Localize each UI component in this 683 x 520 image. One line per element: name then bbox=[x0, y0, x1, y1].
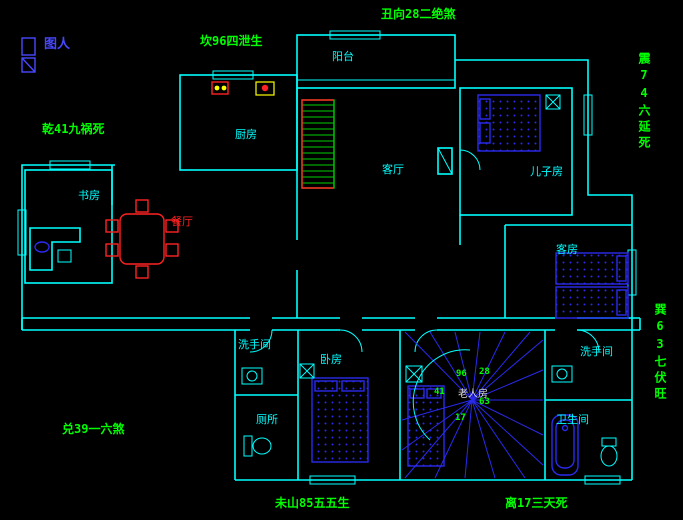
door-arc bbox=[459, 149, 481, 171]
room-label-dining: 餐厅 bbox=[171, 215, 193, 228]
compass-number: 63 bbox=[479, 397, 490, 407]
toilet-icon bbox=[600, 437, 618, 467]
bed-icon bbox=[555, 286, 629, 319]
room-label-bathroom: 卫生间 bbox=[556, 413, 589, 426]
door-arc bbox=[576, 329, 600, 353]
room-label-son: 儿子房 bbox=[530, 165, 563, 178]
annotation-qian: 乾41九祸死 bbox=[42, 122, 105, 136]
room-label-washroom-1: 洗手间 bbox=[238, 338, 271, 351]
toilet-icon bbox=[243, 435, 272, 457]
room-label-toilet: 厕所 bbox=[256, 413, 278, 426]
window-marker-icon bbox=[329, 30, 381, 40]
annotation-xun: 巽63七伏旺 bbox=[653, 303, 667, 403]
sink-icon bbox=[551, 365, 573, 383]
window-marker-icon bbox=[627, 249, 637, 296]
dining-table-icon bbox=[105, 199, 179, 279]
annotation-dui: 兑39一六煞 bbox=[62, 422, 125, 436]
compass-number: 17 bbox=[455, 413, 466, 423]
legend-symbol-icon bbox=[21, 37, 36, 73]
bed-icon bbox=[405, 365, 445, 467]
bathtub-icon bbox=[551, 414, 579, 476]
window-marker-icon bbox=[49, 160, 91, 170]
room-label-guest: 客房 bbox=[556, 243, 578, 256]
window-marker-icon bbox=[309, 475, 356, 485]
annotation-kan: 坎96四泄生 bbox=[200, 34, 263, 48]
annotation-zhen: 震74六延死 bbox=[637, 52, 651, 152]
tv-icon bbox=[437, 147, 453, 175]
room-label-living: 客厅 bbox=[382, 163, 404, 176]
door-arcs bbox=[249, 149, 600, 353]
fengshui-compass-icon bbox=[401, 331, 544, 479]
room-label-balcony: 阳台 bbox=[332, 50, 354, 63]
room-label-elder: 老人房 bbox=[458, 389, 488, 400]
door-arc bbox=[249, 329, 273, 353]
legend-label: 图人 bbox=[44, 37, 71, 52]
compass-number: 41 bbox=[434, 387, 445, 397]
kitchen-sink-icon bbox=[255, 81, 275, 96]
window-marker-icon bbox=[212, 70, 254, 80]
bed-icon bbox=[555, 252, 629, 285]
sofa-icon bbox=[301, 99, 335, 189]
stove-icon bbox=[211, 81, 229, 95]
compass-number: 96 bbox=[456, 369, 467, 379]
sink-icon bbox=[241, 367, 263, 385]
room-label-study: 书房 bbox=[78, 189, 100, 202]
annotation-li: 离17三天死 bbox=[505, 496, 568, 510]
bed-icon bbox=[299, 363, 369, 463]
door-arc bbox=[339, 329, 363, 353]
bed-icon bbox=[477, 94, 561, 152]
desk-icon bbox=[29, 227, 81, 271]
window-marker-icon bbox=[583, 94, 593, 136]
window-marker-icon bbox=[584, 475, 621, 485]
door-arc bbox=[414, 329, 438, 353]
window-markers bbox=[17, 30, 637, 485]
room-label-bedroom: 卧房 bbox=[320, 353, 342, 366]
room-label-washroom-2: 洗手间 bbox=[580, 345, 613, 358]
annotation-chou: 丑向28二绝煞 bbox=[381, 7, 456, 21]
window-marker-icon bbox=[17, 209, 27, 256]
compass-number: 28 bbox=[479, 367, 490, 377]
annotation-wei: 未山85五五生 bbox=[275, 496, 350, 510]
room-label-kitchen: 厨房 bbox=[235, 128, 257, 141]
